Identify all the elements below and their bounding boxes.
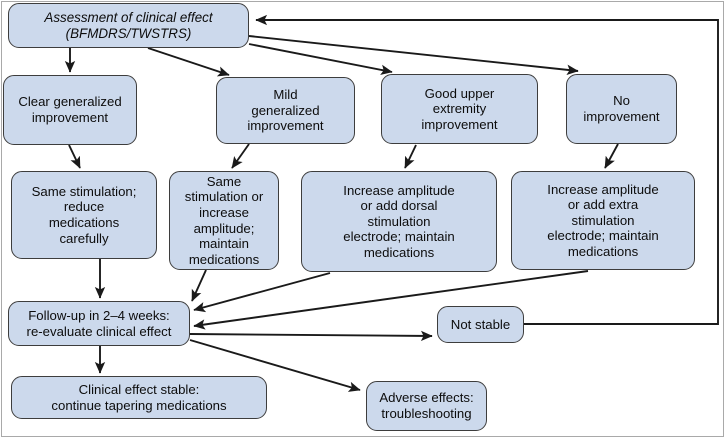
node-increase-amplitude-dorsal-electrode-label: Increase amplitude or add dorsal stimula… [343,182,455,260]
node-adverse-effects-label: Adverse effects: troubleshooting [379,390,474,421]
node-mild-generalized-improvement-label: Mild generalized improvement [247,87,324,134]
node-not-stable-label: Not stable [450,316,511,332]
node-no-improvement[interactable]: No improvement [566,74,677,144]
node-same-stimulation-or-increase-amplitude-label: Same stimulation or increase amplitude; … [184,173,264,267]
node-good-upper-extremity-improvement-label: Good upper extremity improvement [421,85,498,132]
node-good-upper-extremity-improvement[interactable]: Good upper extremity improvement [381,74,538,144]
node-assessment-label: Assessment of clinical effect (BFMDRS/TW… [44,9,213,41]
node-clear-generalized-improvement[interactable]: Clear generalized improvement [3,75,137,145]
node-assessment[interactable]: Assessment of clinical effect (BFMDRS/TW… [8,3,249,48]
node-follow-up-label: Follow-up in 2–4 weeks: re-evaluate clin… [26,307,172,339]
node-clinical-effect-stable-label: Clinical effect stable: continue taperin… [51,381,227,413]
node-same-stimulation-reduce-medications-label: Same stimulation; reduce medications car… [31,183,137,246]
node-follow-up[interactable]: Follow-up in 2–4 weeks: re-evaluate clin… [8,301,190,346]
node-mild-generalized-improvement[interactable]: Mild generalized improvement [216,77,355,144]
node-no-improvement-label: No improvement [583,93,660,124]
node-clinical-effect-stable[interactable]: Clinical effect stable: continue taperin… [11,376,267,419]
node-same-stimulation-or-increase-amplitude[interactable]: Same stimulation or increase amplitude; … [169,171,279,270]
node-adverse-effects[interactable]: Adverse effects: troubleshooting [366,381,487,431]
node-not-stable[interactable]: Not stable [437,306,524,343]
node-increase-amplitude-extra-electrode-label: Increase amplitude or add extra stimulat… [547,181,659,259]
node-increase-amplitude-dorsal-electrode[interactable]: Increase amplitude or add dorsal stimula… [301,171,497,272]
node-clear-generalized-improvement-label: Clear generalized improvement [18,94,122,125]
node-same-stimulation-reduce-medications[interactable]: Same stimulation; reduce medications car… [11,171,157,259]
node-increase-amplitude-extra-electrode[interactable]: Increase amplitude or add extra stimulat… [511,171,695,270]
